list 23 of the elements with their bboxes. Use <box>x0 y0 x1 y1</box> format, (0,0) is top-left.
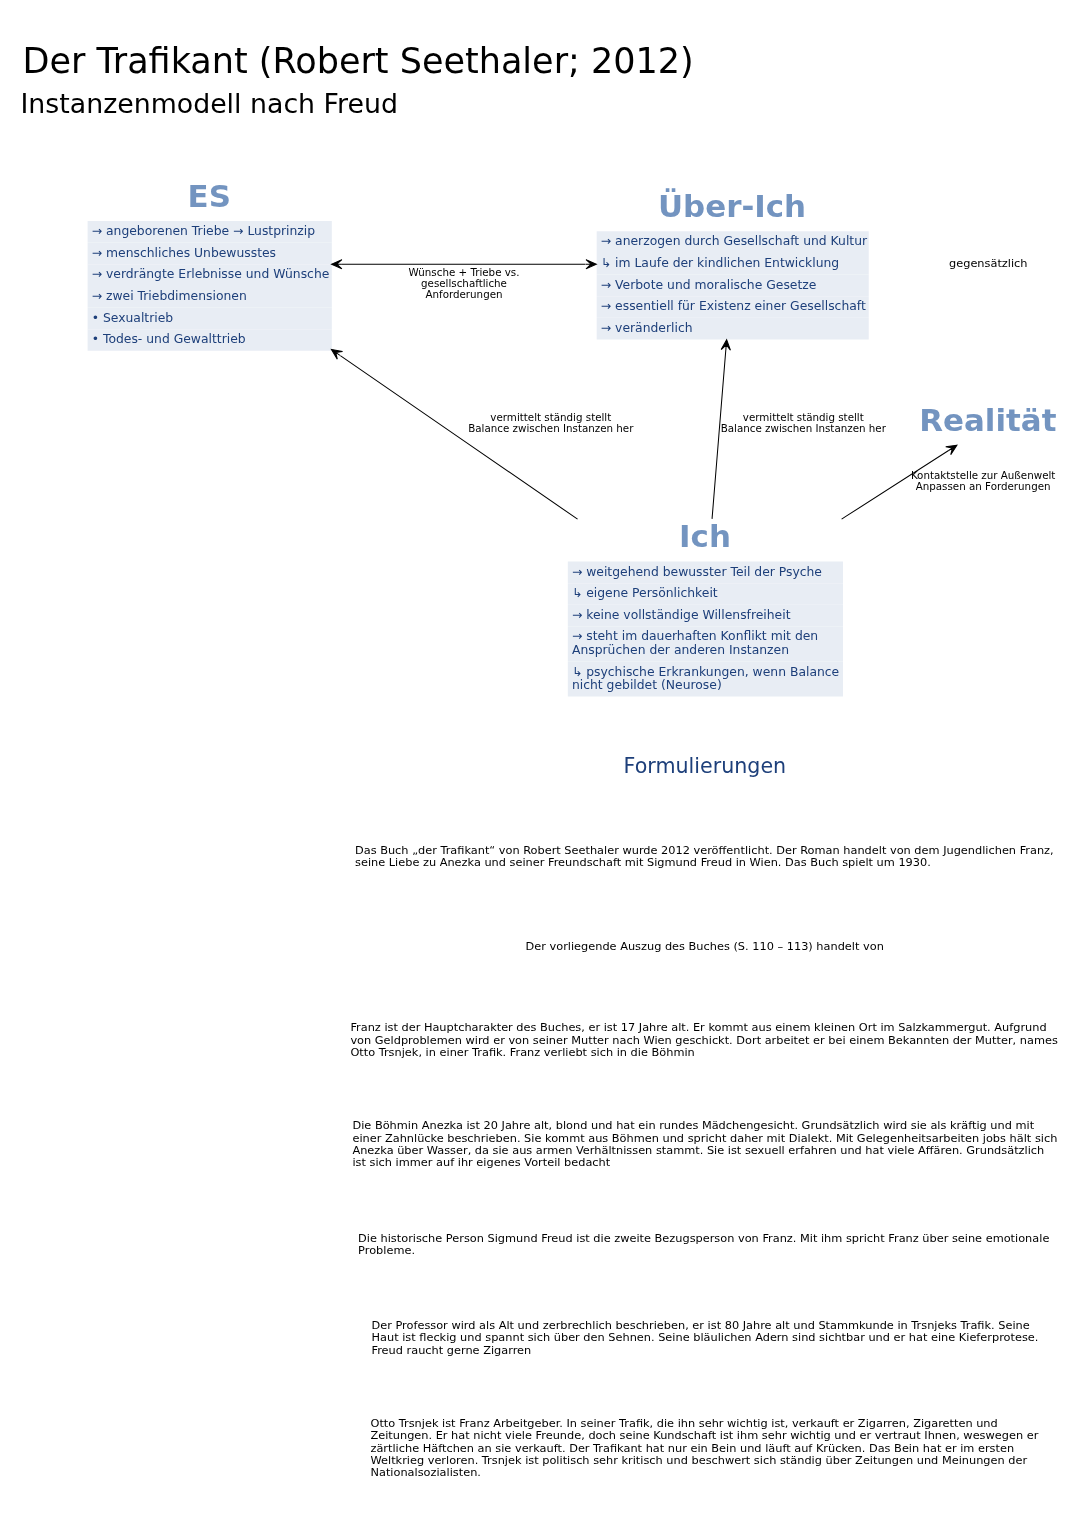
edge-label: Wünsche + Triebe vs. gesellschaftliche Anforderungen <box>408 265 520 301</box>
arrow <box>841 444 958 520</box>
label: Otto Trsnjek ist Franz Arbeitgeber. In seiner Trafik, die ihn sehr wichtig ist, verkauft er Zigarren, Zigaretten und Zeitungen. Er hat nicht viele Freunde, doch seine Kundschaft ist ihm sehr wichtig und er vertraut Ihnen, weswegen er zärtliche Häftchen an sie verkauft. Der Trafikant hat nur ein Bein und läuft auf Krücken. Das Bein hat er im ersten Weltkrieg verloren. Trsnjek ist politisch sehr kritisch und beschwert sich ständig über Zeitungen und Meinungen der Nationalsozialisten. <box>370 1415 1039 1480</box>
edge-label: Kontaktstelle zur Außenwelt Anpassen an Forderungen <box>910 469 1056 493</box>
node-label: Über-Ich <box>658 187 807 224</box>
node-text: Realität <box>919 401 1057 438</box>
label: Der Professor wird als Alt und zerbrechlich beschrieben, er ist 80 Jahre alt und Stammkunde in Trsnjeks Trafik. Seine Haut ist fleckig und spannt sich über den Sehnen. Seine bläulichen Adern sind sichtbar und er hat eine Kieferprotese. Freud raucht gerne Zigarren <box>371 1318 1039 1357</box>
node-label: ES <box>187 177 231 214</box>
edge-label: vermittelt ständig stellt Balance zwischen Instanzen her <box>720 410 886 435</box>
label: Der vorliegende Auszug des Buches (S. 110 – 113) handelt von <box>525 938 884 953</box>
label: Die Böhmin Anezka ist 20 Jahre alt, blond und hat ein rundes Mädchengesicht. Grundsätzlich wird sie als kräftig und mit einer Zahnlücke beschrieben. Sie kommt aus Böhmen und spricht daher mit Dialekt. Mit Gelegenheitsarbeiten jobs hält sich Anezka über Wasser, da sie aus armen Verhältnissen stammt. Sie ist sexuell erfahren und hat viele Affären. Grundsätzlich ist sich immer auf ihr eigenes Vorteil bedacht <box>352 1118 1058 1170</box>
diagram-title: Der Trafikant (Robert Seethaler; 2012) <box>22 40 694 82</box>
edge-label: vermittelt ständig stellt Balance zwischen Instanzen her <box>468 410 634 435</box>
arrow <box>330 349 579 520</box>
label: gegensätzlich <box>949 256 1028 271</box>
label: Instanzenmodell nach Freud <box>20 88 398 120</box>
node-label: Ich <box>679 518 731 555</box>
arrow <box>331 259 597 270</box>
label: Die historische Person Sigmund Freud ist die zweite Bezugsperson von Franz. Mit ihm spricht Franz über seine emotionale Probleme. <box>358 1230 1050 1257</box>
label: Franz ist der Hauptcharakter des Buches, er ist 17 Jahre alt. Er kommt aus einem kleinen Ort im Salzkammergut. Aufgrund von Geldproblemen wird er von seiner Mutter nach Wien geschickt. Dort arbeitet er bei einem Bekannten der Mutter, names Otto Trsnjek, in einer Trafik. Franz verliebt sich in die Böhmin <box>350 1020 1058 1059</box>
label: Das Buch „der Trafikant“ von Robert Seethaler wurde 2012 veröffentlicht. Der Roman handelt von dem Jugendlichen Franz, seine Liebe zu Anezka und seiner Freundschaft mit Sigmund Freud in Wien. Das Buch spielt um 1930. <box>355 843 1054 870</box>
arrow <box>711 339 731 520</box>
label: Formulierungen <box>623 753 787 778</box>
